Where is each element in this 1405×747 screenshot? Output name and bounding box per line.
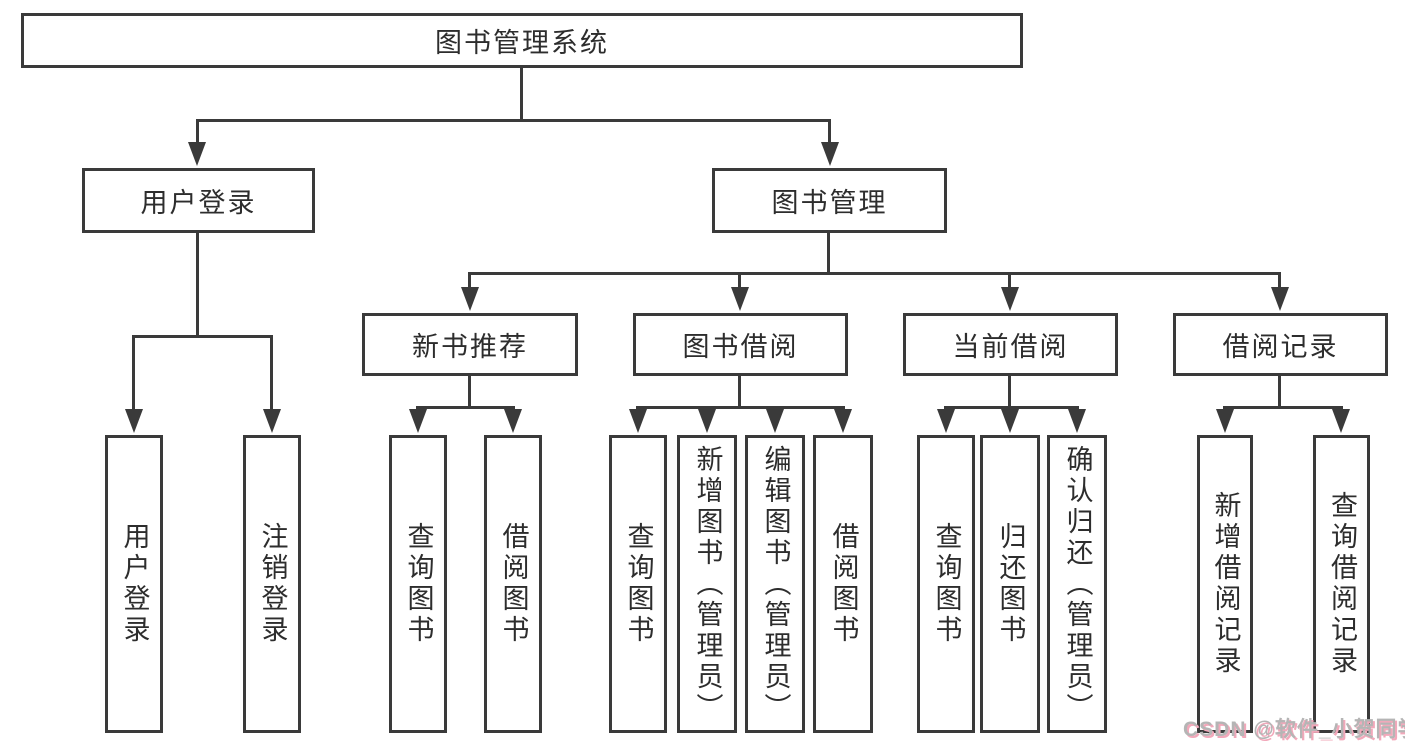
- arrow-down-icon: [1332, 409, 1350, 433]
- node-label: 用户登录: [119, 522, 150, 646]
- arrow-down-icon: [1001, 287, 1019, 311]
- arrow-down-icon: [629, 409, 647, 433]
- node-user-login: 用户登录: [82, 168, 315, 233]
- arrow-down-icon: [698, 409, 716, 433]
- node-label: 当前借阅: [952, 332, 1069, 362]
- node-label: 新增图书（管理员）: [692, 444, 723, 724]
- node-label: 查询借阅记录: [1327, 491, 1357, 677]
- node-label: 确认归还（管理员）: [1062, 444, 1093, 724]
- connector-borrow-stem: [738, 376, 741, 409]
- connector-stem: [270, 335, 273, 411]
- node-label: 借阅图书: [498, 522, 529, 646]
- node-book-borrow: 图书借阅: [633, 313, 848, 376]
- node-label: 图书管理系统: [435, 28, 609, 58]
- arrow-down-icon: [821, 142, 839, 166]
- connector-book-management-stem: [827, 233, 830, 275]
- connector-book-management-split: [468, 272, 1281, 275]
- connector-user-login-split: [132, 335, 273, 338]
- node-leaf-records-query-record: 查询借阅记录: [1313, 435, 1370, 733]
- arrow-down-icon: [504, 409, 522, 433]
- node-leaf-borrow-borrow-book: 借阅图书: [813, 435, 873, 733]
- connector-stem: [738, 272, 741, 289]
- node-label: 借阅记录: [1222, 332, 1339, 362]
- node-label: 查询图书: [623, 522, 654, 646]
- connector-records-stem: [1278, 376, 1281, 409]
- node-label: 图书借阅: [682, 332, 799, 362]
- node-library-management-system: 图书管理系统: [21, 13, 1023, 68]
- arrow-down-icon: [1001, 409, 1019, 433]
- connector-root-split: [196, 119, 830, 122]
- arrow-down-icon: [1271, 287, 1289, 311]
- arrow-down-icon: [731, 287, 749, 311]
- connector-borrow-split: [636, 406, 845, 409]
- connector-root-stem: [520, 68, 523, 122]
- node-label: 查询图书: [403, 522, 434, 646]
- node-borrow-records: 借阅记录: [1173, 313, 1388, 376]
- node-leaf-current-confirm-return-admin: 确认归还（管理员）: [1047, 435, 1107, 733]
- node-label: 图书管理: [771, 188, 888, 218]
- node-new-book-recommend: 新书推荐: [362, 313, 578, 376]
- connector-stem: [1278, 272, 1281, 289]
- connector-stem: [1008, 272, 1011, 289]
- watermark: CSDN @软件_小贺同学: [1183, 718, 1405, 741]
- node-leaf-borrow-edit-book-admin: 编辑图书（管理员）: [745, 435, 805, 733]
- connector-current-split: [944, 406, 1079, 409]
- arrow-down-icon: [263, 409, 281, 433]
- connector-stem: [196, 119, 199, 144]
- node-label: 新增借阅记录: [1210, 491, 1241, 677]
- arrow-down-icon: [188, 142, 206, 166]
- node-label: 归还图书: [995, 522, 1026, 646]
- node-leaf-recommend-query-book: 查询图书: [389, 435, 447, 733]
- arrow-down-icon: [409, 409, 427, 433]
- node-label: 编辑图书（管理员）: [760, 444, 791, 724]
- node-label: 注销登录: [257, 522, 288, 646]
- node-label: 用户登录: [140, 188, 257, 218]
- node-current-borrow: 当前借阅: [903, 313, 1118, 376]
- node-leaf-records-add-record: 新增借阅记录: [1197, 435, 1253, 733]
- node-leaf-borrow-add-book-admin: 新增图书（管理员）: [677, 435, 737, 733]
- node-leaf-recommend-borrow-book: 借阅图书: [484, 435, 542, 733]
- connector-recommend-stem: [468, 376, 471, 409]
- node-leaf-current-return-book: 归还图书: [980, 435, 1040, 733]
- node-leaf-user-login: 用户登录: [105, 435, 163, 733]
- node-leaf-current-query-book: 查询图书: [917, 435, 975, 733]
- connector-recommend-split: [416, 406, 515, 409]
- connector-stem: [468, 272, 471, 289]
- arrow-down-icon: [937, 409, 955, 433]
- connector-stem: [132, 335, 135, 411]
- arrow-down-icon: [461, 287, 479, 311]
- node-label: 查询图书: [931, 522, 962, 646]
- arrow-down-icon: [1068, 409, 1086, 433]
- connector-records-split: [1223, 406, 1343, 409]
- node-book-management: 图书管理: [712, 168, 947, 233]
- connector-user-login-stem: [196, 233, 199, 338]
- node-leaf-logout: 注销登录: [243, 435, 301, 733]
- connector-current-stem: [1008, 376, 1011, 409]
- node-label: 新书推荐: [412, 332, 528, 362]
- arrow-down-icon: [766, 409, 784, 433]
- connector-stem: [828, 119, 831, 144]
- node-leaf-borrow-query-book: 查询图书: [609, 435, 667, 733]
- arrow-down-icon: [1216, 409, 1234, 433]
- arrow-down-icon: [834, 409, 852, 433]
- arrow-down-icon: [125, 409, 143, 433]
- node-label: 借阅图书: [828, 522, 859, 646]
